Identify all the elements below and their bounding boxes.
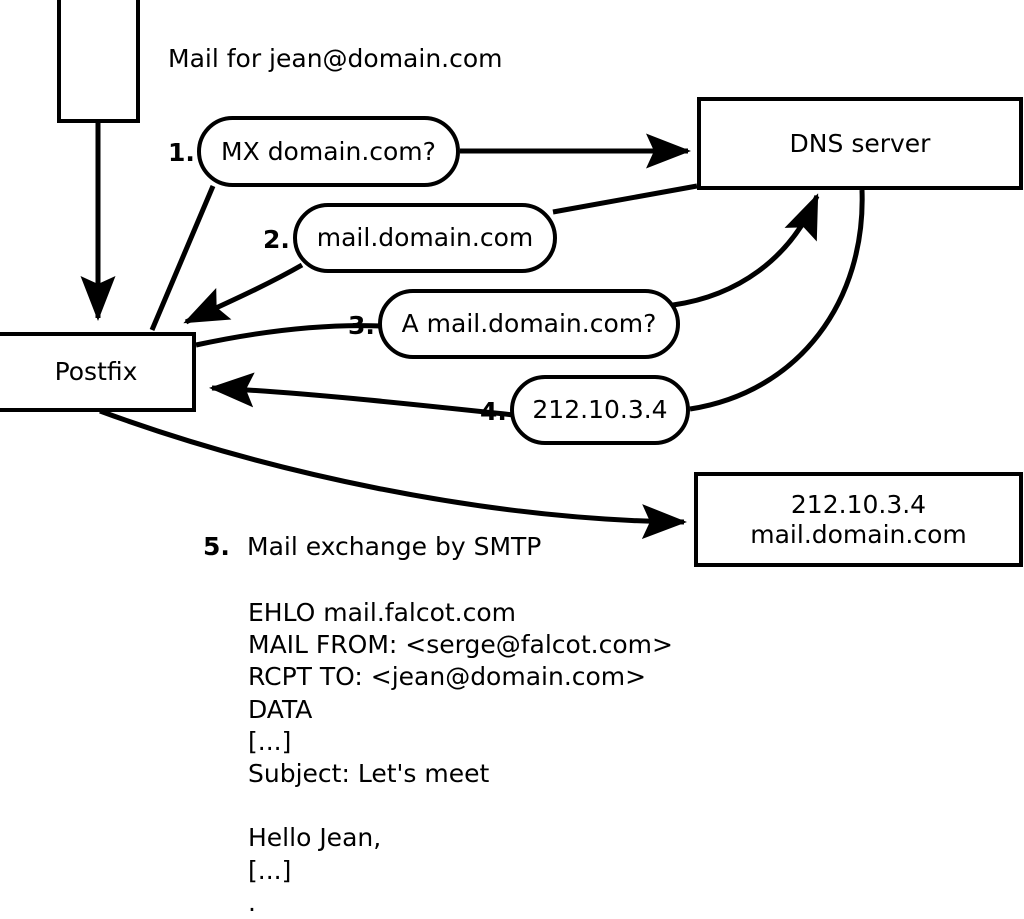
- step-bubble-4-label: 212.10.3.4: [532, 395, 668, 425]
- edge-step3-to-dns: [672, 193, 820, 308]
- mail-server-hostname: mail.domain.com: [750, 519, 967, 549]
- edge-postfix-to-mailserver: [99, 408, 687, 540]
- step-number-3: 3.: [348, 311, 375, 340]
- mail-server-ip: 212.10.3.4: [790, 490, 927, 519]
- postfix-label: Postfix: [54, 357, 138, 387]
- edge-dns-to-step4: [689, 189, 865, 412]
- step-number-2: 2.: [263, 225, 290, 254]
- step-label-5: Mail exchange by SMTP: [247, 532, 542, 561]
- step-bubble-2: mail.domain.com: [293, 203, 557, 273]
- mail-server-node: 212.10.3.4 mail.domain.com: [694, 472, 1023, 567]
- dns-server-label: DNS server: [789, 128, 931, 158]
- edge-step4-to-postfix: [209, 372, 515, 418]
- step-number-5: 5.: [203, 532, 230, 561]
- edge-dns-to-step2: [552, 183, 698, 215]
- step-bubble-1-label: MX domain.com?: [221, 136, 436, 166]
- step-bubble-1: MX domain.com?: [197, 116, 460, 187]
- smtp-transcript: EHLO mail.falcot.com MAIL FROM: <serge@f…: [248, 598, 673, 917]
- step-bubble-2-label: mail.domain.com: [316, 223, 534, 253]
- dns-server-node: DNS server: [697, 97, 1023, 190]
- edge-step2-to-postfix: [183, 262, 304, 325]
- step-bubble-3-label: A mail.domain.com?: [401, 309, 657, 339]
- step-bubble-4: 212.10.3.4: [510, 375, 690, 445]
- step-bubble-3: A mail.domain.com?: [378, 289, 680, 359]
- step-number-4: 4.: [480, 397, 507, 426]
- postfix-node: Postfix: [0, 332, 196, 412]
- page-title: Mail for jean@domain.com: [168, 44, 503, 73]
- edge-postfix-to-step3: [195, 323, 383, 348]
- step-number-1: 1.: [168, 138, 195, 167]
- sender-box: [57, 0, 140, 123]
- edge-postfix-to-step1: [149, 185, 216, 331]
